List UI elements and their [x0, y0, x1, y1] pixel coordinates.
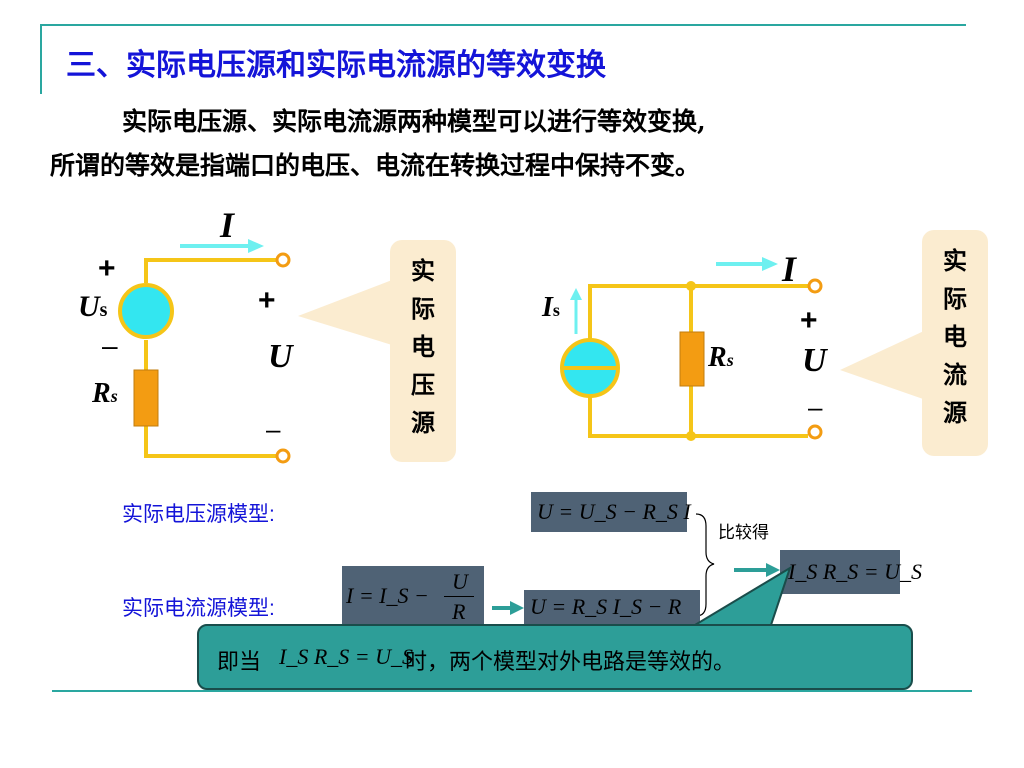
voltage-port-bottom-terminal — [275, 448, 291, 464]
junction-bottom — [686, 431, 696, 441]
voltage-bubble-pointer — [298, 280, 392, 345]
voltage-model-label: 实际电压源模型: — [122, 503, 275, 526]
voltage-source-label: Us — [78, 290, 108, 323]
intro-line-1: 实际电压源、实际电流源两种模型可以进行等效变换, — [122, 107, 706, 136]
voltage-bubble — [390, 240, 456, 462]
voltage-source-symbol — [118, 283, 174, 339]
current-model-equation: I = I_S − U R — [342, 566, 484, 626]
result-equation: I_S R_S = U_S — [780, 550, 922, 594]
result-arrow — [734, 563, 780, 577]
current-port-plus: + — [800, 304, 818, 337]
voltage-source-resistor — [133, 369, 159, 427]
voltage-source-minus: – — [102, 330, 118, 361]
current-port-voltage: U — [802, 342, 827, 379]
current-source-label: Is — [542, 292, 560, 323]
current-model-label: 实际电流源模型: — [122, 597, 275, 620]
voltage-port-voltage: U — [268, 338, 293, 375]
derive-arrow — [492, 601, 524, 615]
intro-line-2: 所谓的等效是指端口的电压、电流在转换过程中保持不变。 — [50, 151, 701, 180]
voltage-port-top-terminal — [275, 252, 291, 268]
callout-suffix: 时，两个模型对外电路是等效的。 — [405, 649, 736, 674]
voltage-port-plus: + — [258, 284, 276, 317]
current-port-top-terminal — [807, 278, 823, 294]
callout-condition: I_S R_S = U_S — [279, 644, 413, 669]
current-bubble-pointer — [840, 330, 926, 400]
compare-text: 比较得 — [718, 523, 769, 542]
junction-top — [686, 281, 696, 291]
voltage-current-label: I — [220, 205, 235, 245]
left-accent-bar — [40, 24, 42, 94]
bottom-divider — [52, 690, 972, 692]
source-current-arrow — [570, 288, 582, 334]
top-divider — [40, 24, 966, 26]
voltage-current-arrow — [180, 239, 264, 253]
slide-title: 三、实际电压源和实际电流源的等效变换 — [66, 48, 606, 83]
current-source-wires — [588, 284, 808, 438]
voltage-source-wires — [144, 258, 276, 458]
voltage-source-plus: + — [98, 252, 116, 285]
current-bubble — [922, 230, 988, 456]
voltage-bubble-text: 实 际 电 压 源 — [411, 256, 435, 437]
derived-equation: U = R_S I_S − R — [524, 590, 700, 624]
current-port-bottom-terminal — [807, 424, 823, 440]
voltage-model-equation: U = U_S − R_S I — [531, 492, 691, 532]
current-output-arrow — [716, 257, 778, 271]
equivalence-callout: 即当 I_S R_S = U_S 时，两个模型对外电路是等效的。 — [197, 624, 913, 690]
callout-prefix: 即当 — [217, 649, 262, 674]
current-output-label: I — [782, 249, 797, 289]
current-bubble-text: 实 际 电 流 源 — [943, 246, 967, 427]
voltage-port-minus: – — [266, 414, 281, 444]
current-port-minus: – — [808, 392, 823, 422]
voltage-resistor-label: Rs — [92, 378, 118, 409]
current-source-resistor — [679, 331, 705, 387]
current-resistor-label: Rs — [708, 342, 734, 373]
